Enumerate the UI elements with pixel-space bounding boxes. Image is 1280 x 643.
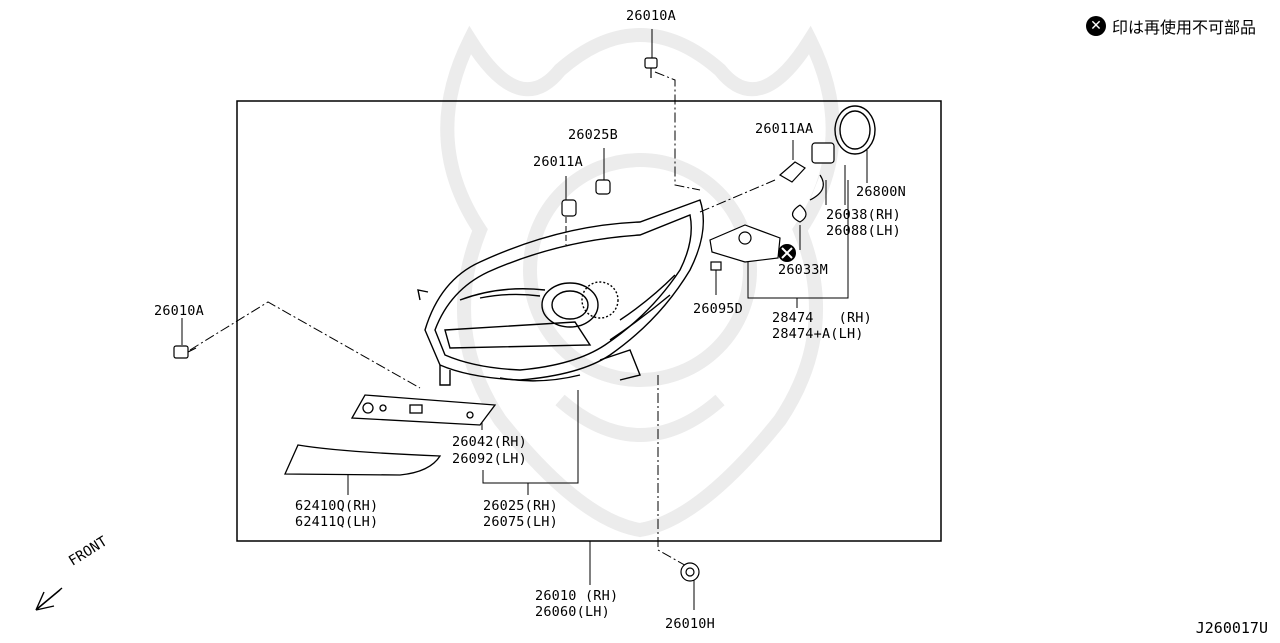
bracket-icon [350, 394, 497, 426]
part-label[interactable]: 26075(LH) [483, 514, 558, 530]
part-label[interactable]: 26010H [665, 616, 715, 632]
part-label[interactable]: 26060(LH) [535, 604, 610, 620]
part-label[interactable]: 26025B [568, 127, 618, 143]
front-arrow-icon [35, 587, 63, 611]
part-label[interactable]: 28474+A(LH) [772, 326, 864, 342]
part-label[interactable]: 26010A [626, 8, 676, 24]
headlamp-assembly [417, 199, 705, 386]
ballast-icon [709, 174, 824, 263]
legend-note-text: 印は再使用不可部品 [1111, 18, 1256, 37]
part-label[interactable]: 26095D [693, 301, 743, 317]
bolt-bottom-icon [680, 562, 700, 582]
part-label[interactable]: 28474 (RH) [772, 310, 872, 326]
bolt-top-icon [644, 57, 658, 78]
part-label[interactable]: 62411Q(LH) [295, 514, 379, 530]
screw-icon [710, 261, 722, 271]
part-label[interactable]: 26800N [856, 184, 906, 200]
legend-note: ✕ 印は再使用不可部品 [1085, 14, 1256, 38]
part-label[interactable]: 26011A [533, 154, 583, 170]
part-label[interactable]: 26010 (RH) [535, 588, 619, 604]
part-label[interactable]: 26042(RH) [452, 434, 527, 450]
bolt-left-icon [173, 345, 197, 359]
part-label[interactable]: 26038(RH) [826, 207, 901, 223]
part-label[interactable]: 26088(LH) [826, 223, 901, 239]
bulb-socket-icon [561, 142, 835, 217]
part-label[interactable]: 26025(RH) [483, 498, 558, 514]
part-label[interactable]: 26010A [154, 303, 204, 319]
non-reusable-mark-icon [778, 244, 796, 262]
part-label[interactable]: 26092(LH) [452, 451, 527, 467]
part-label[interactable]: 62410Q(RH) [295, 498, 379, 514]
part-label[interactable]: 26033M [778, 262, 828, 278]
x-circle-icon: ✕ [1085, 16, 1106, 36]
cap-ring-icon [834, 105, 876, 155]
garnish-strip-icon [284, 444, 442, 476]
watermark-emblem [440, 25, 840, 538]
diagram-code: J260017U [1195, 619, 1268, 637]
part-label[interactable]: 26011AA [755, 121, 814, 137]
